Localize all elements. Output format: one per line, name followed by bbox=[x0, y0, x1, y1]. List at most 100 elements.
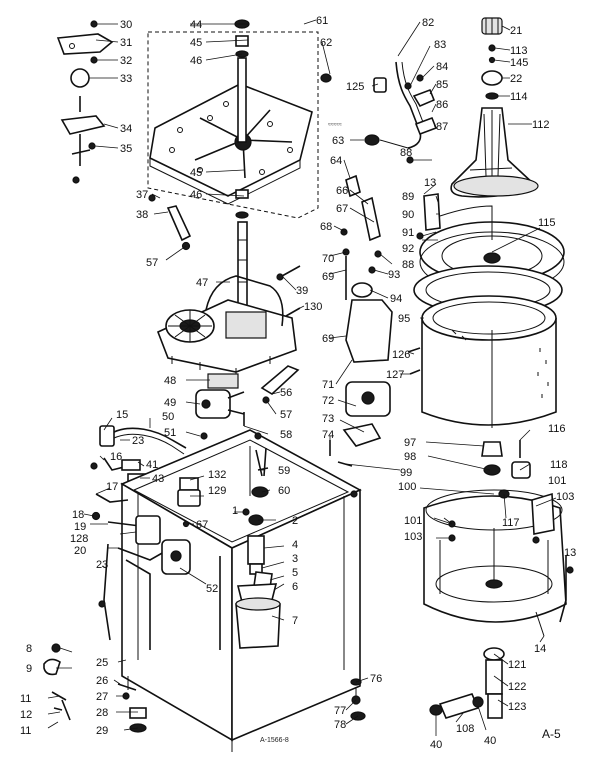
callout-26: 26 bbox=[96, 675, 108, 687]
screw-84 bbox=[416, 74, 424, 82]
callout-18: 18 bbox=[72, 509, 84, 521]
clip-86 bbox=[414, 116, 438, 136]
callout-51: 51 bbox=[164, 427, 176, 439]
callout-6: 6 bbox=[292, 581, 298, 593]
callout-45-lower: 45 bbox=[190, 167, 202, 179]
screw-23 bbox=[98, 600, 106, 608]
screw-67b bbox=[182, 520, 190, 528]
callout-3: 3 bbox=[292, 553, 298, 565]
callout-88-lower: 88 bbox=[402, 259, 414, 271]
callout-62: 62 bbox=[320, 37, 332, 49]
screw-8 bbox=[51, 643, 61, 653]
callout-19: 19 bbox=[74, 521, 86, 533]
callout-4: 4 bbox=[292, 539, 298, 551]
hose-23 bbox=[103, 543, 111, 641]
pulley-spokes bbox=[168, 310, 212, 342]
mount-71 bbox=[345, 299, 393, 363]
callout-57-lower: 57 bbox=[280, 409, 292, 421]
callout-121: 121 bbox=[508, 659, 526, 671]
foot-28 bbox=[129, 707, 147, 719]
callout-103-lower: 103 bbox=[404, 531, 422, 543]
callout-63: 63 bbox=[332, 135, 344, 147]
callout-89: 89 bbox=[402, 191, 414, 203]
clamp-13b bbox=[566, 566, 574, 574]
callout-93: 93 bbox=[388, 269, 400, 281]
callout-100: 100 bbox=[398, 481, 416, 493]
tab-99 bbox=[337, 461, 353, 467]
hose-17 bbox=[95, 493, 129, 503]
gasket-63 bbox=[364, 134, 380, 146]
callout-9: 9 bbox=[26, 663, 32, 675]
connector-41 bbox=[121, 459, 141, 471]
drawing-number: A-1566-8 bbox=[260, 737, 289, 744]
callout-118: 118 bbox=[550, 459, 568, 471]
arm-56 bbox=[260, 365, 300, 395]
hose-82-inner bbox=[401, 61, 427, 131]
outer-tub-ribs bbox=[439, 528, 549, 594]
callout-40: 40 bbox=[430, 739, 442, 751]
bearing-98 bbox=[483, 464, 501, 476]
callout-1: 1 bbox=[232, 505, 238, 517]
callout-101: 101 bbox=[548, 475, 566, 487]
top-plate bbox=[149, 83, 313, 197]
tiny-label-63: ≈≈≈≈≈ bbox=[328, 122, 342, 128]
callout-28: 28 bbox=[96, 707, 108, 719]
callout-90: 90 bbox=[402, 209, 414, 221]
callout-35: 35 bbox=[120, 143, 132, 155]
seal-97 bbox=[481, 441, 503, 457]
bearing-45 bbox=[235, 35, 249, 47]
clamp-83 bbox=[404, 82, 412, 90]
tub-cover-notch bbox=[439, 205, 493, 240]
callout-46-lower: 46 bbox=[190, 189, 202, 201]
bearing-45-lower bbox=[235, 189, 249, 199]
clip-113 bbox=[488, 44, 496, 52]
callout-129: 129 bbox=[208, 485, 226, 497]
callout-67-lower: 67 bbox=[196, 519, 208, 531]
callout-108: 108 bbox=[456, 723, 474, 735]
callout-60: 60 bbox=[278, 485, 290, 497]
callout-11: 11 bbox=[20, 693, 31, 705]
pump-outlet bbox=[227, 391, 245, 415]
tub-95-inner bbox=[432, 301, 546, 335]
leg-26 bbox=[117, 683, 137, 691]
solenoid-132 bbox=[179, 477, 199, 491]
callout-23-lower: 23 bbox=[96, 559, 108, 571]
callout-103: 103 bbox=[556, 491, 574, 503]
rod-39-end bbox=[276, 273, 284, 281]
callout-101-lower: 101 bbox=[404, 515, 422, 527]
callout-83: 83 bbox=[434, 39, 446, 51]
callout-7: 7 bbox=[292, 615, 298, 627]
pump-port bbox=[201, 399, 211, 409]
strap-11 bbox=[51, 691, 71, 721]
callout-52: 52 bbox=[206, 583, 218, 595]
screw-101b bbox=[532, 536, 540, 544]
callout-70: 70 bbox=[322, 253, 334, 265]
callout-25: 25 bbox=[96, 657, 108, 669]
callout-38: 38 bbox=[136, 209, 148, 221]
callout-115: 115 bbox=[538, 217, 556, 229]
hose-126 bbox=[407, 347, 421, 353]
plate-group-outline bbox=[147, 31, 319, 219]
callout-2: 2 bbox=[292, 515, 298, 527]
clamp-51 bbox=[200, 432, 208, 440]
weight-118 bbox=[511, 461, 531, 479]
callout-66: 66 bbox=[336, 185, 348, 197]
callout-48: 48 bbox=[164, 375, 176, 387]
callout-13: 13 bbox=[424, 177, 436, 189]
bracket-103 bbox=[531, 492, 555, 535]
clip-32 bbox=[90, 56, 98, 64]
motor-7-cap bbox=[235, 597, 281, 611]
agitator-vanes bbox=[469, 110, 513, 182]
callout-91: 91 bbox=[402, 227, 414, 239]
pump-128 bbox=[135, 515, 161, 545]
callout-61: 61 bbox=[316, 15, 328, 27]
callout-37: 37 bbox=[136, 189, 148, 201]
switch-stem bbox=[71, 96, 91, 166]
callout-123: 123 bbox=[508, 701, 526, 713]
clip-85 bbox=[412, 88, 436, 108]
gearcase-bolts bbox=[171, 356, 271, 376]
callout-68: 68 bbox=[320, 221, 332, 233]
callout-73: 73 bbox=[322, 413, 334, 425]
callout-5: 5 bbox=[292, 567, 298, 579]
